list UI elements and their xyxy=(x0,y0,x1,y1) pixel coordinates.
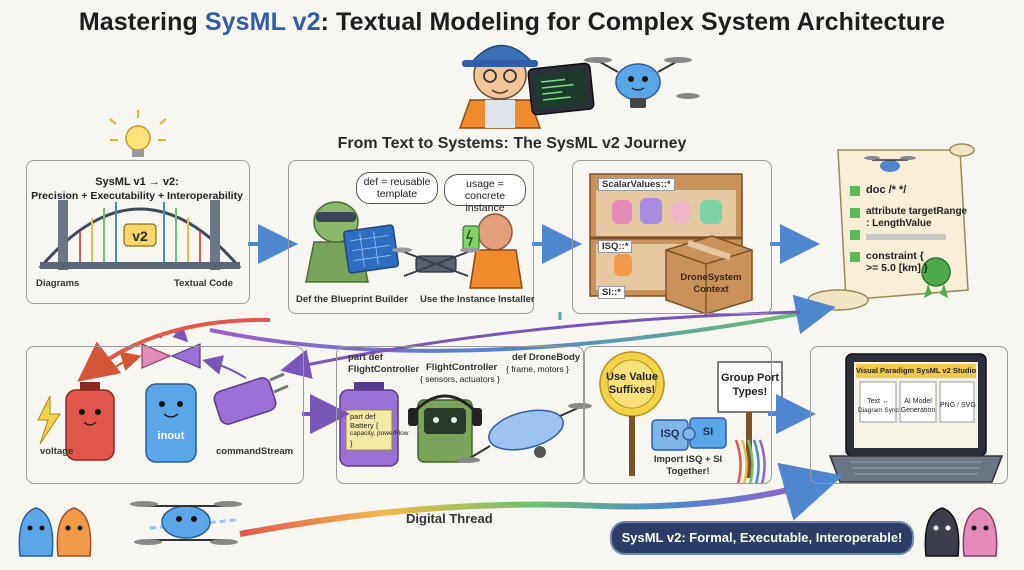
part-def-line1: part def xyxy=(348,352,383,363)
scroll-line-doc: doc /* */ xyxy=(866,184,907,196)
cable-bundle-icon xyxy=(734,439,766,485)
panel-def-usage xyxy=(288,160,534,314)
bridge-v2-badge: v2 xyxy=(132,228,148,244)
studio-screen-title: Visual Paradigm SysML v2 Studio xyxy=(856,366,977,375)
command-stream-label: commandStream xyxy=(216,446,294,457)
scroll-line-type: : LengthValue xyxy=(866,218,932,229)
bridge-illustration xyxy=(38,200,242,270)
cardboard-box-icon xyxy=(665,235,753,315)
inout-label: inout xyxy=(157,430,185,442)
group-port-sign-line1: Group Port xyxy=(720,372,780,384)
tile-text-diagram-line2: Diagram Sync xyxy=(858,407,899,414)
drone-body-line2: { frame, motors } xyxy=(506,364,569,374)
digital-thread-label: Digital Thread xyxy=(406,511,493,526)
value-suffix-sign-line2: Suffixes! xyxy=(608,384,656,396)
digital-thread-line xyxy=(239,462,844,537)
panel-library-import xyxy=(572,160,772,314)
puzzle-si-label: SI xyxy=(702,426,714,438)
part-def-line2: FlightController xyxy=(348,364,420,375)
v1-v2-heading-line2: Precision + Executability + Interoperabi… xyxy=(31,190,243,202)
tile-ai-line1: AI Model xyxy=(904,398,932,405)
lightbulb-icon xyxy=(109,110,167,157)
loop-arrow-2 xyxy=(202,355,247,379)
battery-note-line1: part def xyxy=(350,412,376,421)
isq-label: ISQ::* xyxy=(598,240,633,253)
battery-part-illustration xyxy=(339,382,399,467)
flight-controller-character xyxy=(408,394,482,463)
scroll-document-illustration xyxy=(807,143,975,311)
voltage-label: voltage xyxy=(40,446,74,457)
sunflower-sign-icon xyxy=(599,351,665,476)
journey-subtitle: From Text to Systems: The SysML v2 Journ… xyxy=(337,135,687,152)
panel-parts xyxy=(336,346,584,484)
panel-studio xyxy=(810,346,1008,484)
drone-body-line1: def DroneBody xyxy=(512,352,581,363)
engineer-character-icon xyxy=(458,44,542,129)
puzzle-isq-label: ISQ xyxy=(660,428,680,440)
curve-connector-red xyxy=(77,317,271,382)
flight-controller-line2: { sensors, actuators } xyxy=(420,374,500,384)
blueprint-builder-character xyxy=(305,201,400,283)
puzzle-pieces-icon xyxy=(651,417,727,451)
title-highlight: SysML v2 xyxy=(204,8,321,36)
diagrams-label: Diagrams xyxy=(36,278,80,289)
tile-export: PNG / SVG xyxy=(940,402,976,409)
drone-body-illustration xyxy=(456,403,592,463)
battery-note-line2: Battery { xyxy=(350,421,379,430)
import-caption-line2: Together! xyxy=(666,466,710,477)
usage-speech-bubble: usage = concrete instance xyxy=(444,174,526,214)
scroll-line-value: >= 5.0 [km] } xyxy=(866,262,928,274)
flying-drone-mascot-icon xyxy=(130,501,242,545)
plug-character xyxy=(213,372,289,425)
si-label: SI::* xyxy=(598,286,625,299)
closing-banner: SysML v2: Formal, Executable, Interopera… xyxy=(610,521,914,555)
panel-best-practices xyxy=(584,346,772,484)
tile-ai-line2: Generation xyxy=(900,407,936,414)
drone-frame-icon xyxy=(392,247,480,277)
inout-character xyxy=(145,383,197,463)
box-label-line2: Context xyxy=(693,284,729,295)
value-suffix-sign-line1: Use Value xyxy=(606,371,658,383)
blue-blob-mascot-icon xyxy=(18,507,54,557)
textual-code-label: Textual Code xyxy=(174,278,233,289)
battery-note-line3: capacity, powerFlow xyxy=(350,430,409,437)
curve-connector-rainbow xyxy=(209,294,836,353)
box-label-line1: DroneSystem xyxy=(680,272,742,283)
scroll-line-constraint: constraint { xyxy=(866,250,924,262)
laptop-tablet-icon xyxy=(527,62,595,116)
battery-character xyxy=(65,382,115,461)
usage-caption: Use the Instance Installer xyxy=(420,294,535,305)
battery-note-line4: } xyxy=(350,439,353,448)
orange-blob-mascot-icon xyxy=(56,507,92,557)
def-caption: Def the Blueprint Builder xyxy=(296,294,408,305)
dark-blob-mascot-icon xyxy=(924,507,960,557)
lightning-icon xyxy=(37,395,61,445)
drone-mascot-icon xyxy=(584,57,700,108)
panel-v1-to-v2 xyxy=(26,160,250,304)
v1-v2-heading-line1: SysML v1 → v2: xyxy=(95,176,179,188)
pink-blob-mascot-icon xyxy=(962,507,998,557)
page-title: Mastering SysML v2: Textual Modeling for… xyxy=(78,8,946,36)
small-drone-icon xyxy=(864,156,916,172)
panel-ports xyxy=(26,346,304,484)
scroll-line-attribute: attribute targetRange xyxy=(866,206,968,217)
tile-text-diagram-line1: Text ↔ xyxy=(867,398,889,405)
group-port-sign-line2: Types! xyxy=(732,386,768,398)
instance-installer-character xyxy=(462,213,523,289)
laptop-studio-illustration xyxy=(828,353,1004,483)
import-caption-line1: Import ISQ + SI xyxy=(653,454,723,465)
scalar-values-label: ScalarValues::* xyxy=(598,178,675,191)
flight-controller-line1: FlightController xyxy=(426,362,498,373)
def-speech-bubble: def = reusable template xyxy=(356,172,438,204)
curve-connector-purple xyxy=(280,310,801,379)
